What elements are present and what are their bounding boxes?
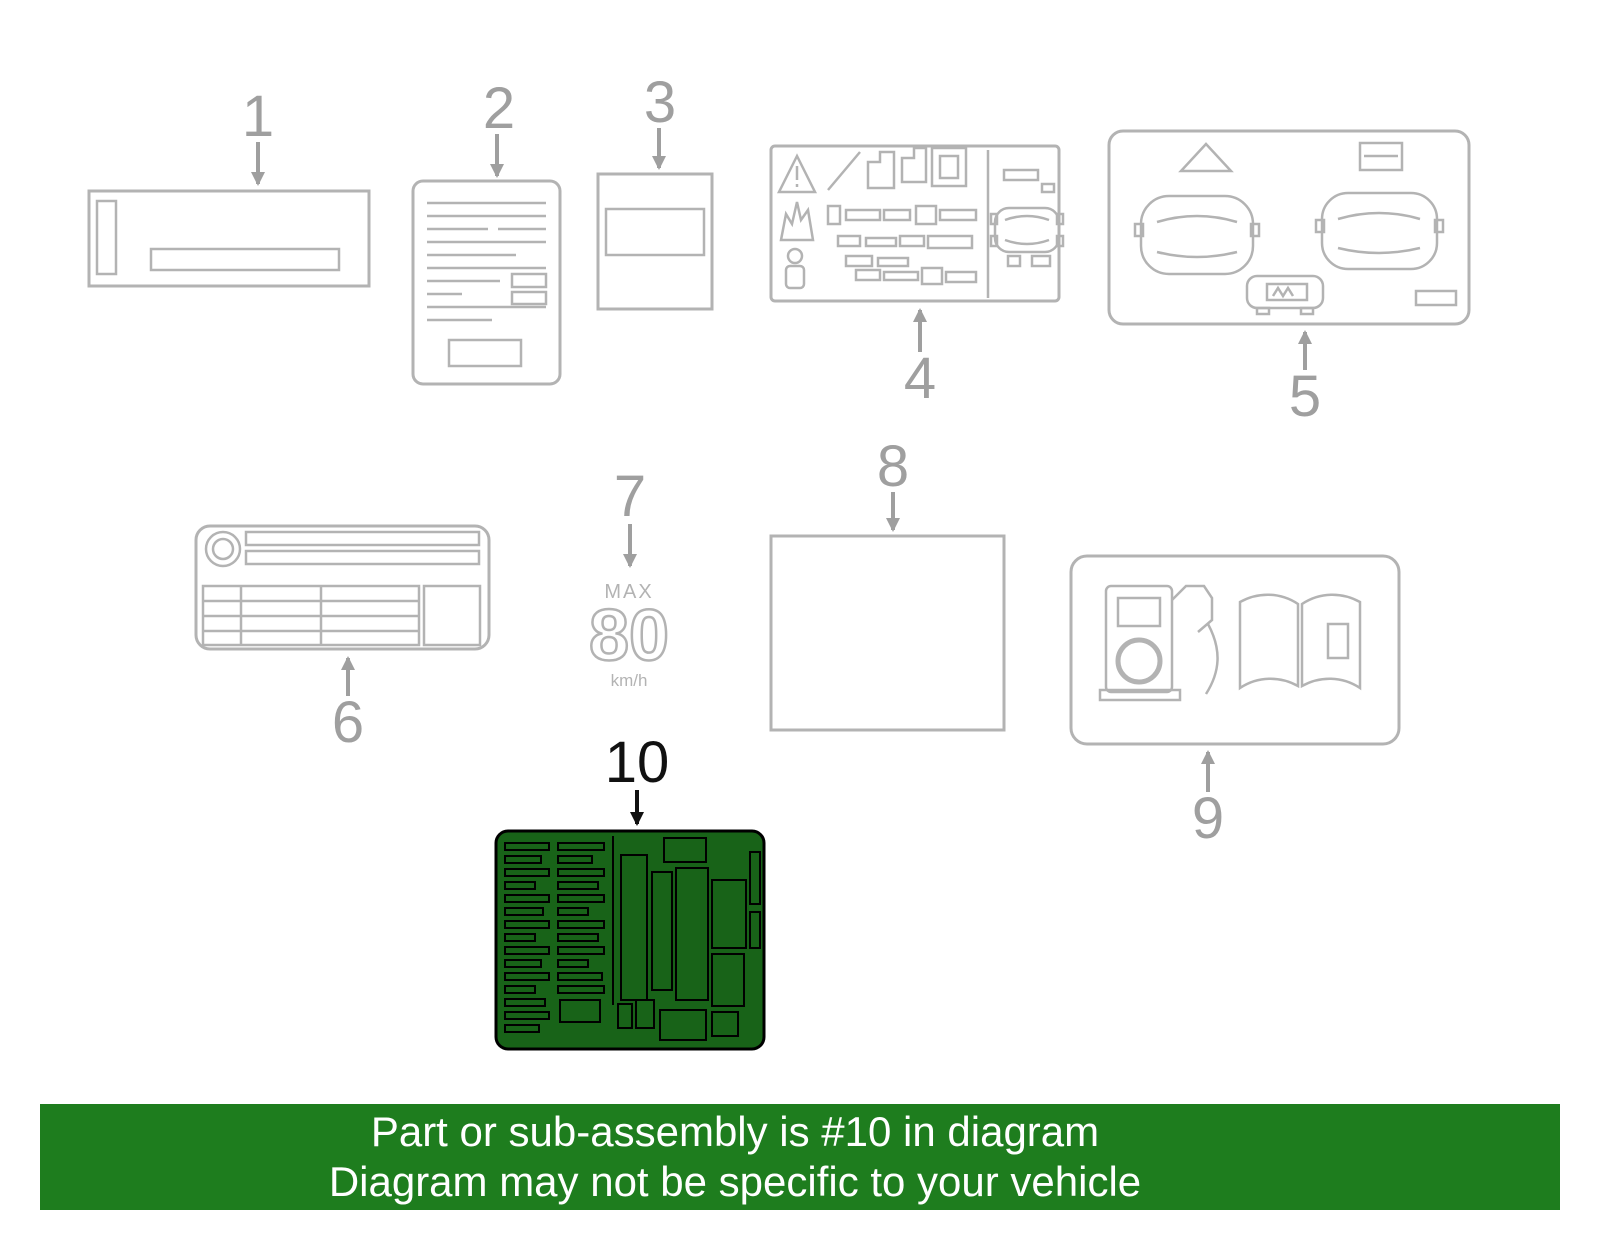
- callout-5-number[interactable]: 5: [1289, 364, 1321, 429]
- callout-7[interactable]: 7: [614, 464, 646, 568]
- warning-triangle-icon: [1178, 142, 1234, 173]
- fuse-legend-bars: [504, 842, 605, 1033]
- callout-10[interactable]: 10: [605, 730, 670, 826]
- text-blocks: [826, 204, 978, 286]
- part-3-info-label[interactable]: [596, 172, 714, 311]
- callout-2-number[interactable]: 2: [483, 76, 515, 141]
- speed-unit-text: km/h: [611, 671, 648, 690]
- callout-1[interactable]: 1: [242, 84, 274, 186]
- car-rear-tow-icon: [1245, 274, 1325, 316]
- slash-icon: [827, 151, 861, 191]
- speed-max-text: MAX: [604, 581, 653, 603]
- callout-6-number[interactable]: 6: [332, 690, 364, 755]
- callout-4-number[interactable]: 4: [904, 346, 936, 411]
- part-10-background[interactable]: [494, 829, 766, 1051]
- callout-6[interactable]: 6: [332, 656, 364, 755]
- part-6-tire-pressure-label[interactable]: [194, 524, 491, 651]
- callout-3[interactable]: 3: [644, 70, 676, 170]
- part-8-blank-label[interactable]: [769, 534, 1006, 732]
- plate-icon: [1358, 141, 1404, 172]
- callout-9-number[interactable]: 9: [1192, 786, 1224, 851]
- part-10-fuse-box-label[interactable]: [494, 829, 766, 1051]
- callout-9[interactable]: 9: [1192, 750, 1224, 851]
- banner-background: [40, 1104, 1560, 1210]
- pressure-table: [201, 584, 421, 647]
- fuse-block-shapes: [612, 836, 761, 1041]
- connector-icons: [866, 146, 968, 190]
- part-9-fuel-label[interactable]: [1069, 554, 1401, 746]
- open-book-icon: [1238, 593, 1362, 691]
- callout-8[interactable]: 8: [877, 434, 909, 532]
- banner-line-2: Diagram may not be specific to your vehi…: [328, 1158, 1142, 1205]
- car-top-view-icon: [989, 168, 1065, 268]
- callout-5[interactable]: 5: [1289, 330, 1321, 429]
- part-5-warning-label[interactable]: [1107, 129, 1471, 326]
- callout-1-number[interactable]: 1: [242, 84, 274, 149]
- callout-4[interactable]: 4: [904, 308, 936, 411]
- part-4-caution-label[interactable]: [769, 144, 1065, 303]
- fuel-pump-icon: [1098, 584, 1219, 702]
- warning-triangle-icon: [776, 153, 818, 194]
- person-icon: [784, 247, 806, 290]
- callout-2[interactable]: 2: [483, 76, 515, 178]
- car-top-view-right-icon: [1314, 191, 1445, 271]
- flame-icon: [779, 201, 815, 242]
- diagram-banner: Part or sub-assembly is #10 in diagram D…: [40, 1104, 1560, 1210]
- callout-8-number[interactable]: 8: [877, 434, 909, 499]
- tire-icon: [204, 530, 242, 568]
- callout-7-number[interactable]: 7: [614, 464, 646, 529]
- banner-line-1: Part or sub-assembly is #10 in diagram: [370, 1107, 1100, 1155]
- part-7-speed-label[interactable]: MAX 80 km/h: [588, 581, 671, 690]
- callout-10-number[interactable]: 10: [605, 730, 670, 795]
- car-top-view-left-icon: [1133, 194, 1261, 276]
- speed-value-text: 80: [589, 596, 669, 676]
- part-1-service-label[interactable]: [87, 189, 371, 288]
- part-2-certification-label[interactable]: [411, 179, 562, 386]
- code-box: [1414, 289, 1458, 307]
- callout-3-number[interactable]: 3: [644, 70, 676, 135]
